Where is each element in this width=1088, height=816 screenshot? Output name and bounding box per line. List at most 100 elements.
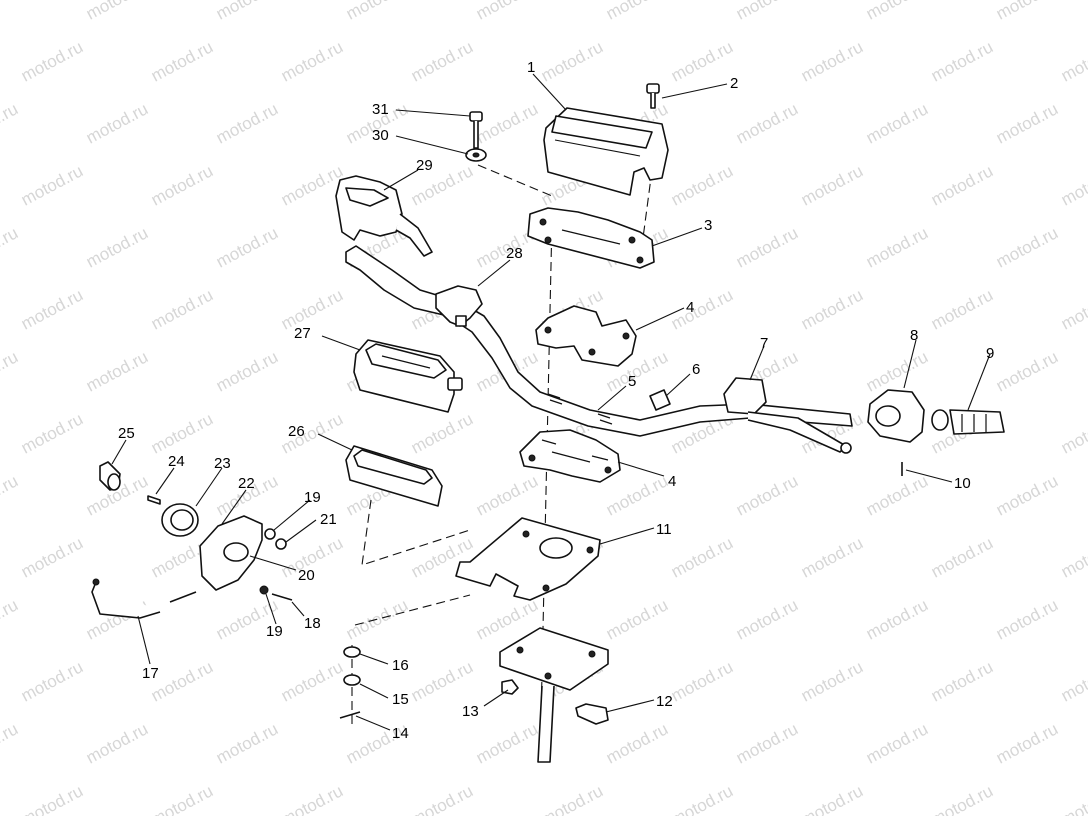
- watermark-text: motod.ru: [278, 657, 346, 705]
- watermark-text: motod.ru: [18, 657, 86, 705]
- watermark-text: motod.ru: [603, 595, 671, 643]
- watermark-text: motod.ru: [863, 0, 931, 24]
- watermark-text: motod.ru: [18, 533, 86, 581]
- lamp-wire: [91, 578, 161, 619]
- watermark-text: motod.ru: [0, 719, 21, 767]
- callout-18: 18: [304, 615, 321, 632]
- callout-3: 3: [704, 217, 712, 234]
- watermark-text: motod.ru: [83, 719, 151, 767]
- watermark-text: motod.ru: [928, 161, 996, 209]
- watermark-text: motod.ru: [798, 781, 866, 816]
- watermark-text: motod.ru: [278, 161, 346, 209]
- watermark-text: motod.ru: [18, 37, 86, 85]
- leader-lines: [111, 73, 991, 731]
- watermark-text: motod.ru: [408, 37, 476, 85]
- callout-21: 21: [320, 511, 337, 528]
- watermark-text: motod.ru: [83, 0, 151, 24]
- watermark-text: motod.ru: [148, 161, 216, 209]
- watermark-text: motod.ru: [733, 0, 801, 24]
- watermark-text: motod.ru: [0, 0, 21, 24]
- watermark-text: motod.ru: [668, 657, 736, 705]
- watermark-text: motod.ru: [798, 37, 866, 85]
- watermark-text: motod.ru: [863, 719, 931, 767]
- watermark-text: motod.ru: [473, 99, 541, 147]
- callout-7: 7: [760, 335, 768, 352]
- watermark-text: motod.ru: [0, 471, 21, 519]
- watermark-text: motod.ru: [18, 285, 86, 333]
- watermark-text: motod.ru: [733, 471, 801, 519]
- watermark-text: motod.ru: [213, 99, 281, 147]
- watermark-text: motod.ru: [473, 719, 541, 767]
- lower-clamp: [519, 429, 621, 483]
- upper-clamp: [535, 305, 637, 367]
- watermark-text: motod.ru: [798, 657, 866, 705]
- watermark-text: motod.ru: [83, 347, 151, 395]
- watermark-text: motod.ru: [993, 595, 1061, 643]
- callout-24: 24: [168, 453, 185, 470]
- watermark-text: motod.ru: [993, 719, 1061, 767]
- watermark-text: motod.ru: [863, 595, 931, 643]
- watermark-text: motod.ru: [733, 223, 801, 271]
- watermark-text: motod.ru: [0, 347, 21, 395]
- watermark-text: motod.ru: [603, 719, 671, 767]
- watermark-text: motod.ru: [928, 657, 996, 705]
- watermark-text: motod.ru: [278, 37, 346, 85]
- watermark-text: motod.ru: [148, 37, 216, 85]
- watermark-text: motod.ru: [928, 781, 996, 816]
- watermark-text: motod.ru: [213, 0, 281, 24]
- watermark-text: motod.ru: [993, 223, 1061, 271]
- watermark-text: motod.ru: [863, 471, 931, 519]
- bolt: [646, 83, 660, 109]
- callout-22: 22: [238, 475, 255, 492]
- callout-5: 5: [628, 373, 636, 390]
- watermark-text: motod.ru: [473, 0, 541, 24]
- watermark-text: motod.ru: [668, 37, 736, 85]
- indicator-lamp-assembly: [99, 461, 263, 591]
- mounting-plate: [527, 207, 655, 269]
- watermark-text: motod.ru: [1058, 781, 1088, 816]
- callout-1: 1: [527, 59, 535, 76]
- callout-11: 11: [656, 521, 672, 538]
- watermark-text: motod.ru: [993, 347, 1061, 395]
- callout-4-lower: 4: [668, 473, 676, 490]
- watermark-text: motod.ru: [18, 161, 86, 209]
- watermark-text: motod.ru: [1058, 657, 1088, 705]
- bracket-plate: [455, 517, 601, 601]
- watermark-text: motod.ru: [668, 285, 736, 333]
- callout-14: 14: [392, 725, 409, 742]
- watermark-text: motod.ru: [993, 471, 1061, 519]
- handlebar-cover: [543, 107, 669, 196]
- watermark-text: motod.ru: [993, 0, 1061, 24]
- watermark-text: motod.ru: [733, 99, 801, 147]
- callout-17: 17: [142, 665, 159, 682]
- watermark-text: motod.ru: [668, 533, 736, 581]
- callout-labels: 1 2 3 4 4 5 6 7 8 9 10 11 12 13 14 15 16…: [118, 59, 994, 742]
- watermark-text: motod.ru: [343, 0, 411, 24]
- watermark-text: motod.ru: [148, 409, 216, 457]
- callout-16: 16: [392, 657, 409, 674]
- callout-20: 20: [298, 567, 315, 584]
- callout-28: 28: [506, 245, 523, 262]
- watermark-text: motod.ru: [408, 781, 476, 816]
- watermark-text: motod.ru: [83, 99, 151, 147]
- left-control-housing: [335, 175, 483, 327]
- watermark-text: motod.ru: [798, 285, 866, 333]
- callout-12: 12: [656, 693, 673, 710]
- watermark-text: motod.ru: [0, 595, 21, 643]
- watermark-text: motod.ru: [668, 161, 736, 209]
- watermark-text: motod.ru: [148, 285, 216, 333]
- callout-4-upper: 4: [686, 299, 694, 316]
- watermark-text: motod.ru: [1058, 37, 1088, 85]
- instrument-housing: [353, 339, 463, 413]
- callout-9: 9: [986, 345, 994, 362]
- callout-27: 27: [294, 325, 311, 342]
- watermark-text: motod.ru: [0, 223, 21, 271]
- watermark-text: motod.ru: [928, 533, 996, 581]
- watermark-text: motod.ru: [18, 409, 86, 457]
- watermark-text: motod.ru: [603, 0, 671, 24]
- instrument-bezel: [345, 445, 443, 507]
- watermark-text: motod.ru: [18, 781, 86, 816]
- watermark-text: motod.ru: [538, 37, 606, 85]
- callout-15: 15: [392, 691, 409, 708]
